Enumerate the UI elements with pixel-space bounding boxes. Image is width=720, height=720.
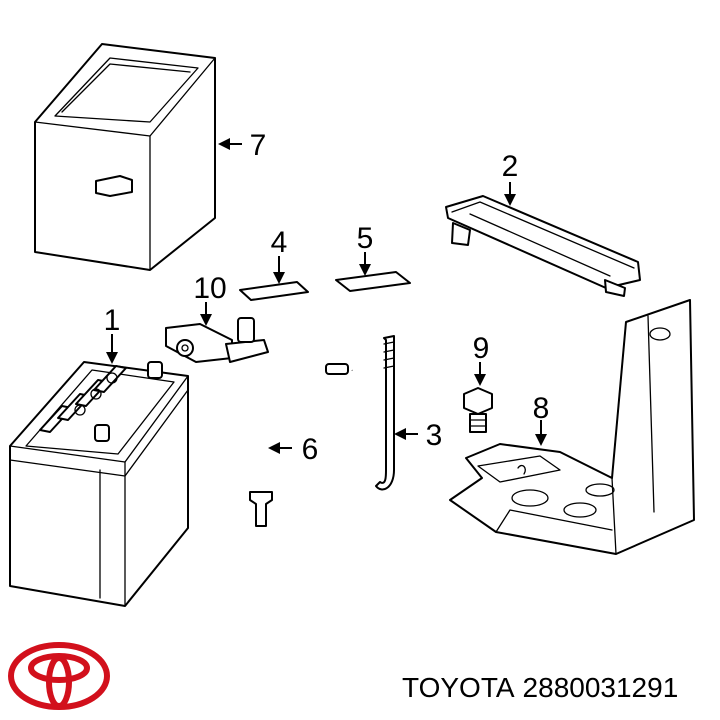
battery-box-part bbox=[34, 43, 216, 271]
callout-6: 6 bbox=[302, 433, 319, 466]
leader-lines bbox=[106, 138, 547, 454]
callout-9: 9 bbox=[473, 332, 490, 365]
battery-tray-part bbox=[449, 299, 695, 555]
bolt-part bbox=[463, 387, 493, 433]
callout-3: 3 bbox=[426, 419, 443, 452]
vent-tube-part bbox=[249, 349, 354, 527]
callout-7: 7 bbox=[250, 129, 267, 162]
label-part-5 bbox=[335, 271, 411, 292]
hold-down-rod-part bbox=[375, 335, 395, 491]
battery-part bbox=[9, 361, 189, 607]
terminal-clamp-part bbox=[165, 317, 269, 363]
callout-4: 4 bbox=[271, 226, 288, 259]
callout-5: 5 bbox=[357, 222, 374, 255]
label-part-4 bbox=[239, 281, 309, 301]
callout-10: 10 bbox=[193, 272, 226, 305]
brand-name: TOYOTA bbox=[402, 672, 515, 703]
callout-2: 2 bbox=[502, 150, 519, 183]
callout-8: 8 bbox=[533, 392, 550, 425]
hold-down-bracket-part bbox=[445, 195, 641, 297]
toyota-logo-icon bbox=[8, 642, 110, 710]
callout-1: 1 bbox=[104, 304, 121, 337]
part-number: 2880031291 bbox=[522, 672, 679, 703]
